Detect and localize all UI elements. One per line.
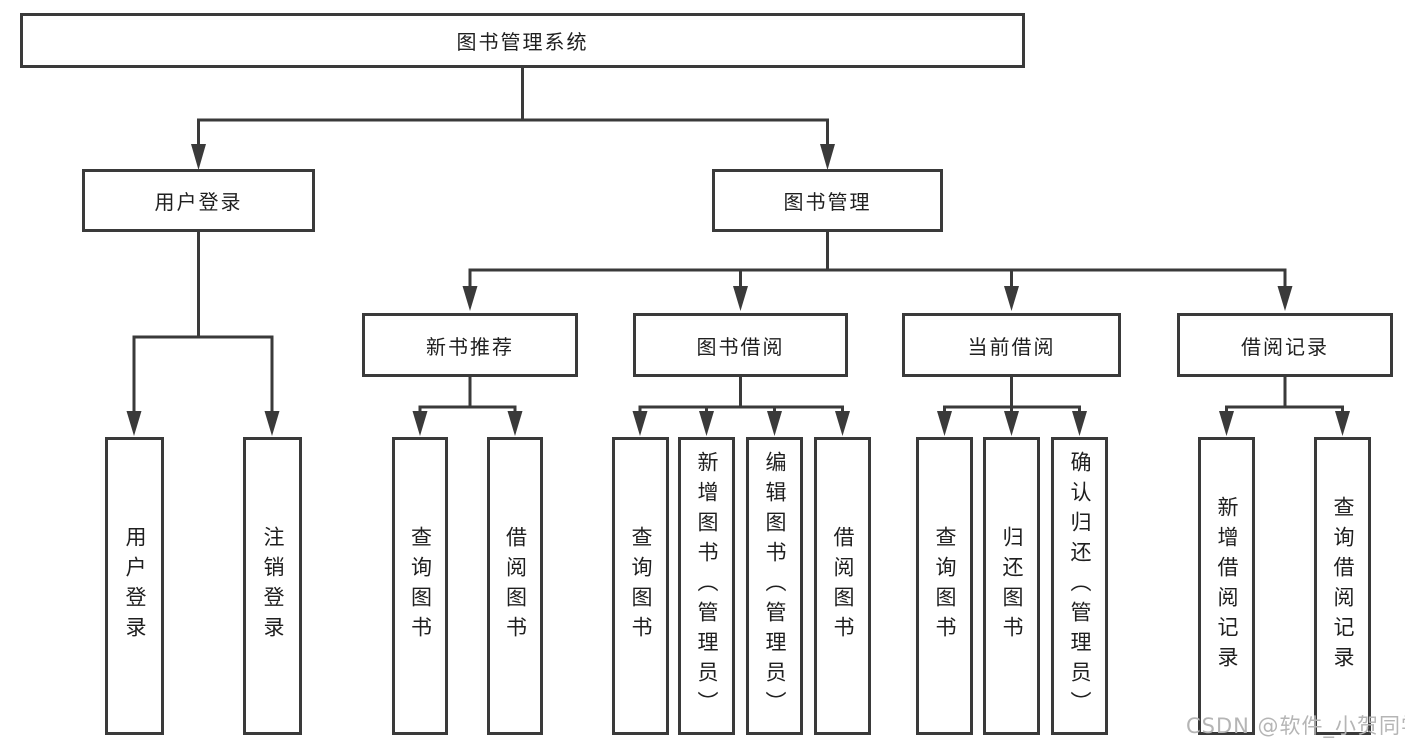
arrowhead-icon (937, 411, 952, 436)
arrowhead-icon (1219, 411, 1234, 436)
arrowhead-icon (264, 411, 280, 436)
node-label: 借阅图书 (503, 526, 528, 646)
node-leaf-current-query-books: 查询图书 (916, 437, 973, 735)
arrowhead-icon (1335, 411, 1350, 436)
node-label: 借阅图书 (831, 526, 855, 646)
node-leaf-borrow-query-books: 查询图书 (612, 437, 669, 735)
arrowhead-icon (767, 411, 782, 436)
node-label: 查询借阅记录 (1331, 496, 1355, 676)
node-leaf-borrow-edit-books-admin: 编辑图书（管理员） (746, 437, 803, 735)
arrowhead-icon (632, 411, 648, 436)
arrowhead-icon (191, 144, 206, 170)
node-leaf-newbook-query-books: 查询图书 (392, 437, 448, 735)
node-leaf-user-login: 用户登录 (105, 437, 164, 735)
node-label: 用户登录 (154, 190, 243, 214)
watermark: CSDN @软件_小贺同学 (1186, 714, 1405, 738)
node-leaf-current-return-books: 归还图书 (983, 437, 1040, 735)
node-leaf-borrow-add-books-admin: 新增图书（管理员） (678, 437, 735, 735)
node-label: 借阅记录 (1241, 334, 1329, 359)
node-label: 归还图书 (1000, 526, 1024, 646)
arrowhead-icon (412, 411, 428, 436)
node-leaf-borrow-borrow-books: 借阅图书 (814, 437, 871, 735)
node-label: 查询图书 (933, 526, 957, 646)
node-leaf-records-add-record: 新增借阅记录 (1198, 437, 1255, 735)
arrowhead-icon (507, 411, 523, 436)
node-label: 查询图书 (629, 526, 653, 646)
node-label: 新书推荐 (426, 334, 514, 359)
node-label: 图书管理系统 (456, 30, 589, 54)
node-borrow-records: 借阅记录 (1177, 313, 1393, 377)
node-label: 注销登录 (261, 526, 285, 646)
node-label: 用户登录 (123, 526, 147, 646)
node-leaf-newbook-borrow-books: 借阅图书 (487, 437, 543, 735)
node-label: 查询图书 (408, 526, 433, 646)
arrowhead-icon (1072, 411, 1087, 436)
arrowhead-icon (733, 286, 748, 311)
node-new-book-recommend: 新书推荐 (362, 313, 578, 377)
node-label: 新增借阅记录 (1215, 496, 1239, 676)
node-book-management: 图书管理 (712, 169, 943, 232)
arrowhead-icon (835, 411, 850, 436)
arrowhead-icon (1004, 411, 1019, 436)
node-library-system: 图书管理系统 (20, 13, 1025, 68)
arrowhead-icon (1004, 286, 1019, 311)
node-leaf-current-confirm-return-admin: 确认归还（管理员） (1051, 437, 1108, 735)
arrowhead-icon (699, 411, 714, 436)
node-leaf-logout: 注销登录 (243, 437, 302, 735)
arrowhead-icon (462, 286, 478, 311)
node-label: 确认归还（管理员） (1068, 451, 1092, 721)
node-label: 图书管理 (783, 190, 872, 214)
node-user-login: 用户登录 (82, 169, 315, 232)
node-leaf-records-query-record: 查询借阅记录 (1314, 437, 1371, 735)
arrowhead-icon (1277, 286, 1293, 311)
arrowhead-icon (126, 411, 142, 436)
arrowhead-icon (820, 144, 835, 170)
node-label: 当前借阅 (967, 334, 1056, 359)
node-label: 新增图书（管理员） (695, 451, 719, 721)
node-label: 编辑图书（管理员） (763, 451, 787, 721)
node-book-borrow: 图书借阅 (633, 313, 848, 377)
node-label: 图书借阅 (696, 334, 785, 359)
node-current-borrow: 当前借阅 (902, 313, 1121, 377)
